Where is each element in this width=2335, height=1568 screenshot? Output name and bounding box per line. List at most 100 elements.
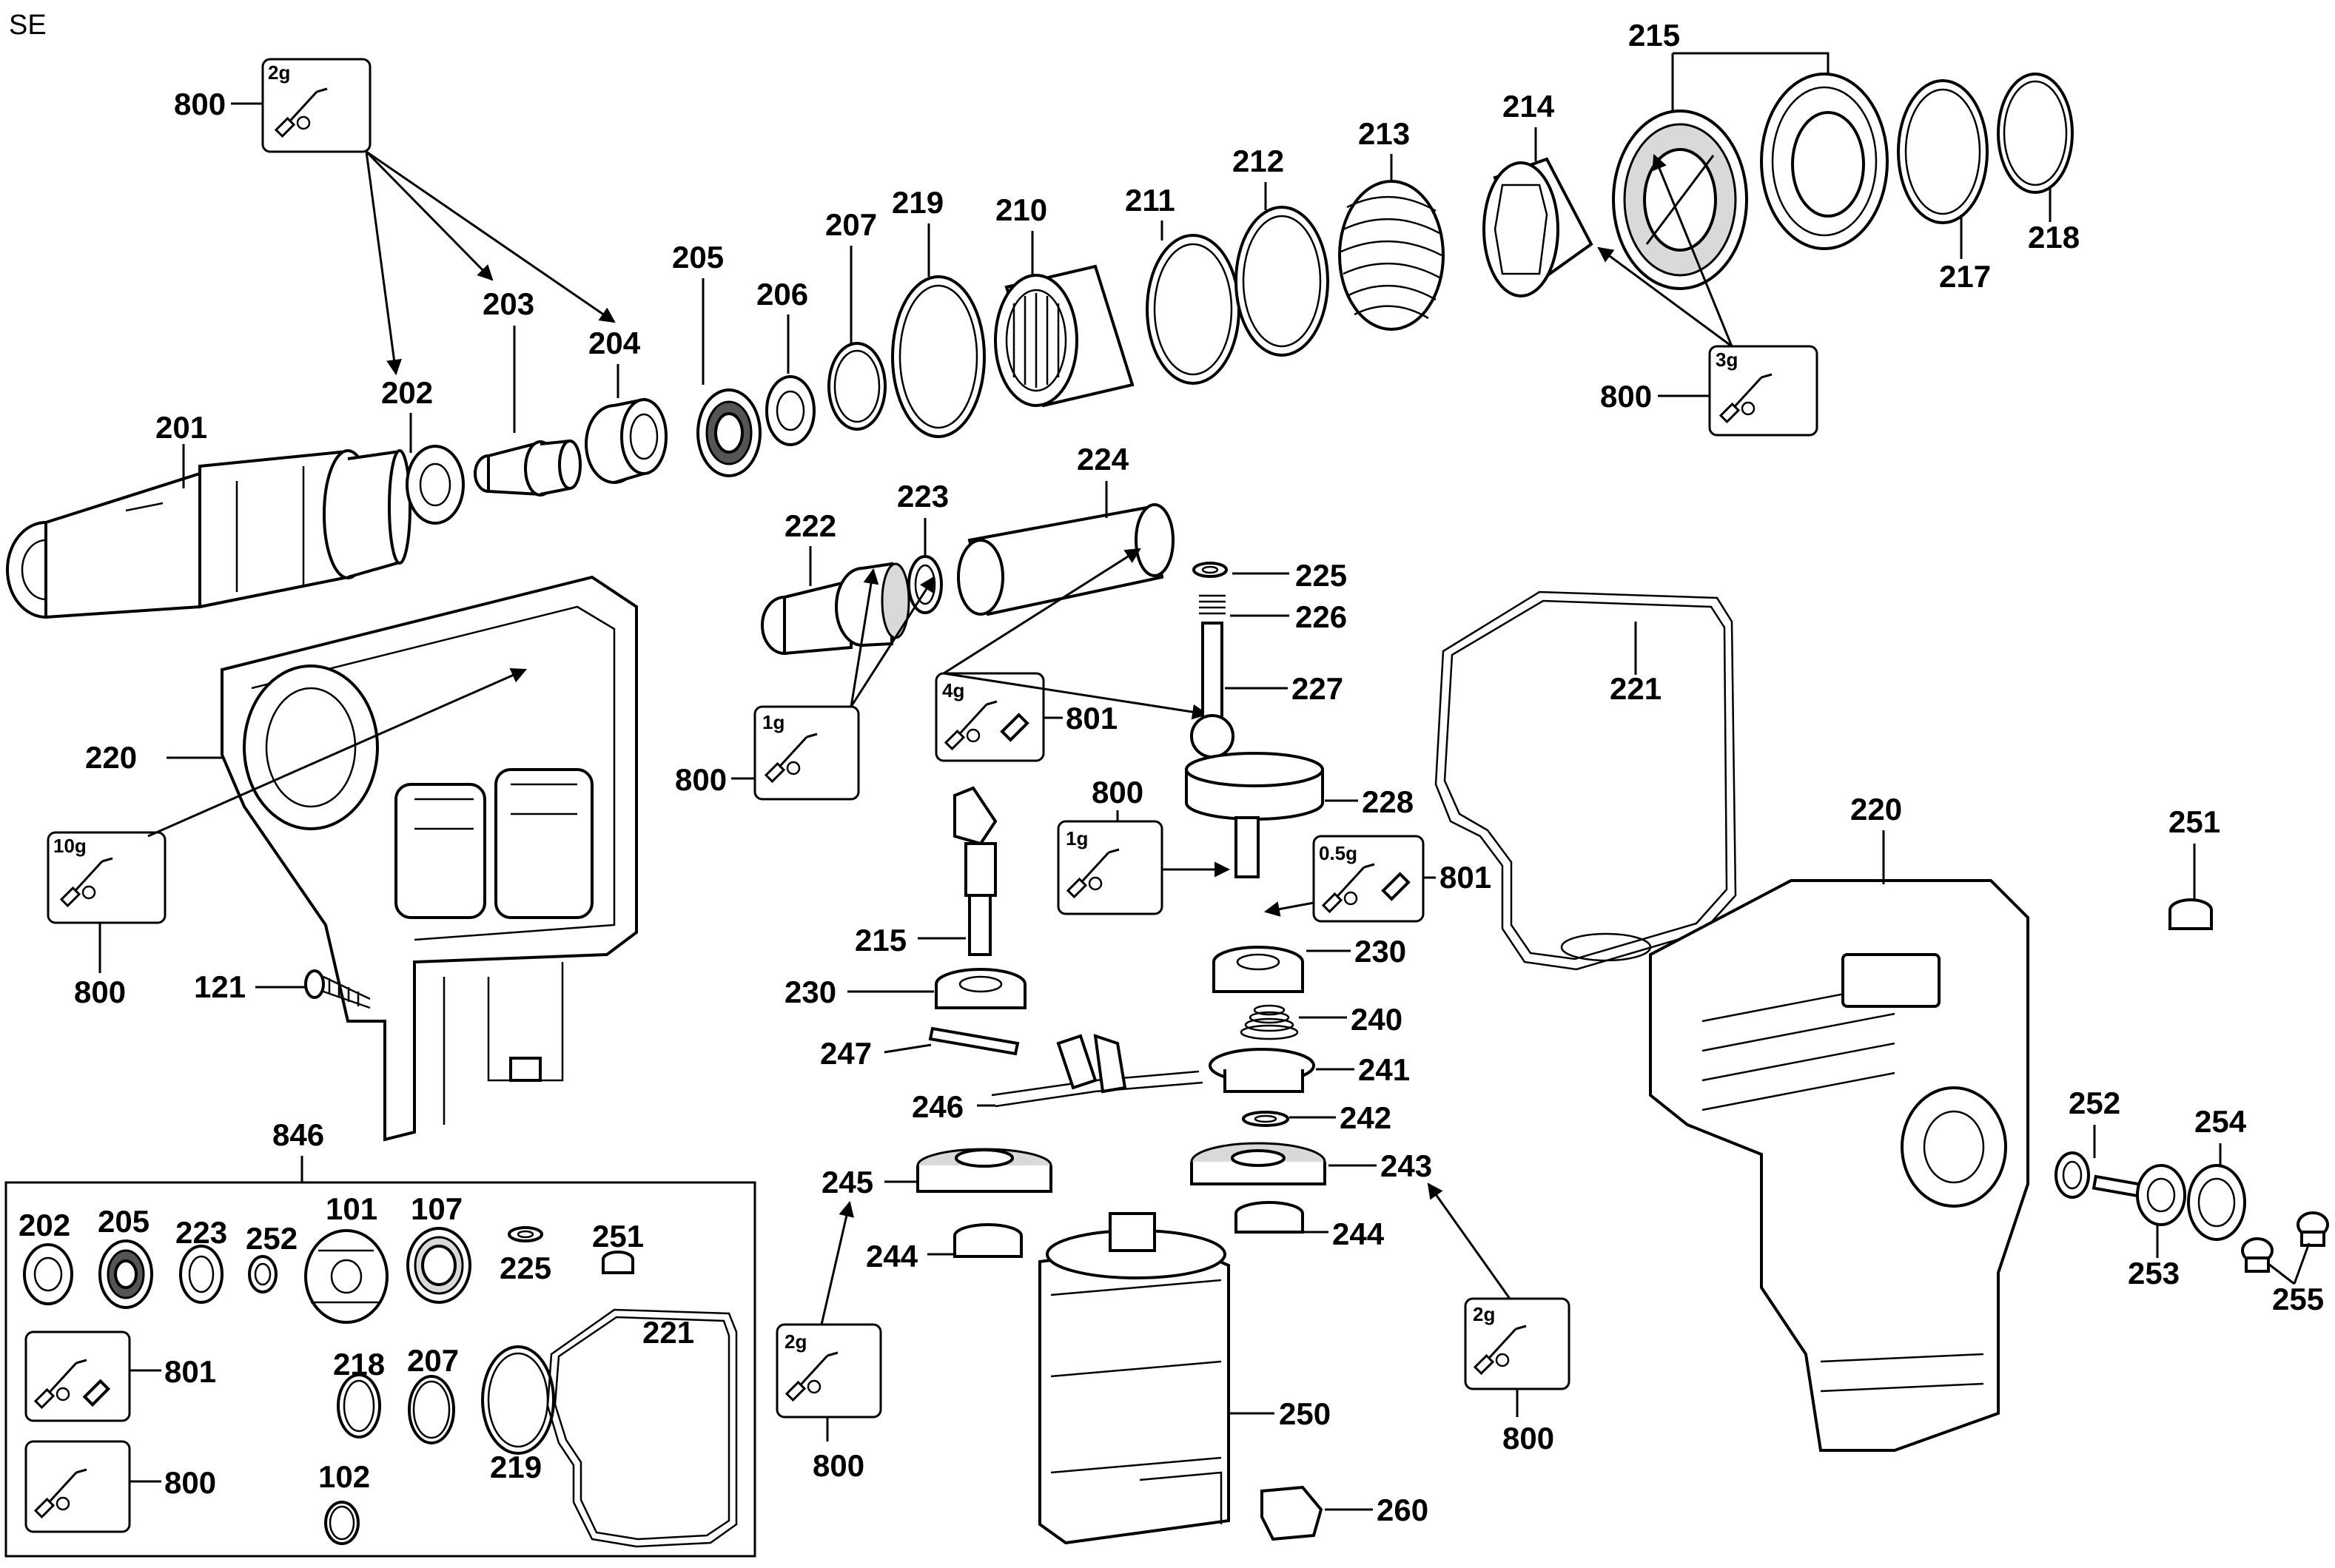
label-225: 225 — [1295, 558, 1347, 593]
label-218: 218 — [2028, 220, 2080, 255]
label-260: 260 — [1377, 1493, 1428, 1527]
svg-text:4g: 4g — [942, 679, 964, 701]
label-221: 221 — [1610, 671, 1662, 706]
kit-label-107: 107 — [411, 1191, 463, 1226]
kit-label-101: 101 — [326, 1191, 377, 1226]
part-217-ring — [1897, 79, 1989, 224]
part-207-circlip — [827, 342, 887, 431]
label-244-right: 244 — [1332, 1217, 1385, 1251]
part-214-clutch-sleeve — [1482, 157, 1593, 297]
label-800-center: 800 — [1092, 775, 1143, 810]
label-254: 254 — [2194, 1104, 2247, 1139]
label-846: 846 — [272, 1117, 324, 1152]
part-206-washer — [765, 375, 816, 446]
label-800-2g-left: 800 — [813, 1448, 864, 1483]
label-202: 202 — [381, 375, 433, 410]
kit-part-205 — [98, 1239, 153, 1309]
part-243-gear — [1190, 1142, 1326, 1185]
label-220-right: 220 — [1850, 792, 1902, 827]
part-230-bearing-right — [1212, 946, 1304, 993]
grease-kit-801-05g: 0.5g — [1312, 835, 1425, 923]
part-227-con-rod — [1190, 622, 1234, 758]
part-260-brush-holder — [1260, 1485, 1323, 1541]
label-223: 223 — [897, 479, 949, 514]
label-217: 217 — [1939, 259, 1991, 294]
part-250-motor — [1038, 1212, 1230, 1545]
kit-part-207 — [408, 1375, 455, 1444]
part-203-striker — [474, 439, 582, 497]
part-228-crank-wheel — [1185, 752, 1324, 878]
svg-text:3g: 3g — [1716, 349, 1738, 371]
part-244-bearing-left — [953, 1223, 1023, 1258]
label-245: 245 — [822, 1165, 873, 1199]
label-250: 250 — [1279, 1396, 1331, 1431]
svg-text:0.5g: 0.5g — [1319, 842, 1357, 864]
kit-part-225 — [508, 1226, 543, 1242]
part-201-spindle — [6, 449, 411, 619]
label-227: 227 — [1291, 671, 1343, 706]
label-212: 212 — [1232, 144, 1284, 178]
part-252-o-ring — [2055, 1151, 2090, 1199]
label-800-3g: 800 — [1600, 379, 1652, 414]
grease-kit-800-10g: 10g — [47, 831, 167, 924]
label-207: 207 — [825, 207, 877, 242]
label-206: 206 — [756, 277, 808, 312]
part-255-screws — [2241, 1211, 2329, 1273]
part-245-gear — [916, 1148, 1052, 1193]
part-220-gear-housing — [221, 575, 638, 1142]
part-224-piston-sleeve — [957, 503, 1175, 616]
part-215-pinion-shaft — [953, 786, 998, 956]
label-210: 210 — [995, 192, 1047, 227]
svg-text:2g: 2g — [1473, 1303, 1495, 1325]
part-211-ring — [1146, 234, 1240, 385]
part-247-pin — [928, 1026, 1020, 1056]
label-228: 228 — [1362, 784, 1414, 819]
label-247: 247 — [820, 1036, 872, 1071]
label-801-05g: 801 — [1439, 860, 1491, 895]
grease-kit-800-3g: 3g — [1708, 345, 1818, 437]
label-121: 121 — [194, 969, 246, 1004]
label-800-top: 800 — [174, 87, 226, 121]
kit-part-251 — [602, 1251, 634, 1274]
label-226: 226 — [1295, 599, 1347, 634]
label-801-4g: 801 — [1066, 701, 1118, 736]
label-252: 252 — [2069, 1086, 2120, 1120]
kit-part-101 — [304, 1229, 389, 1324]
part-205-oil-seal — [696, 388, 762, 477]
svg-text:1g: 1g — [1066, 827, 1088, 849]
part-254-knob — [2187, 1164, 2246, 1241]
section-label: SE — [9, 10, 47, 41]
kit-part-800 — [24, 1440, 131, 1533]
grease-kit-800-2g-right: 2g — [1464, 1297, 1570, 1390]
label-243: 243 — [1380, 1148, 1432, 1183]
kit-label-202: 202 — [19, 1208, 70, 1242]
kit-label-223: 223 — [175, 1215, 227, 1250]
part-215-bevel-gear — [1612, 110, 1748, 290]
kit-part-202 — [23, 1243, 73, 1305]
kit-part-221 — [546, 1308, 738, 1548]
part-253-lever — [2092, 1164, 2186, 1226]
part-213-spring — [1338, 180, 1445, 331]
kit-label-205: 205 — [98, 1204, 149, 1239]
label-203: 203 — [483, 286, 534, 321]
label-240: 240 — [1351, 1002, 1402, 1037]
kit-label-800: 800 — [164, 1465, 216, 1500]
part-121-screw — [304, 969, 371, 1009]
label-213: 213 — [1358, 116, 1410, 151]
part-226-spring — [1199, 594, 1226, 615]
label-201: 201 — [155, 410, 207, 445]
kit-part-801 — [24, 1330, 131, 1422]
label-800-1g-left: 800 — [675, 762, 727, 797]
kit-part-219 — [481, 1345, 555, 1455]
label-204: 204 — [588, 326, 641, 360]
kit-part-102 — [324, 1501, 360, 1545]
kit-label-251: 251 — [592, 1219, 644, 1254]
part-221-gasket — [1434, 590, 1737, 971]
part-241-clutch — [1209, 1048, 1315, 1093]
svg-text:2g: 2g — [268, 61, 290, 84]
grease-kit-800-1g-center: 1g — [1057, 820, 1163, 915]
svg-text:1g: 1g — [762, 711, 785, 733]
part-210-needle-bearing — [994, 264, 1135, 408]
label-241: 241 — [1358, 1052, 1410, 1087]
